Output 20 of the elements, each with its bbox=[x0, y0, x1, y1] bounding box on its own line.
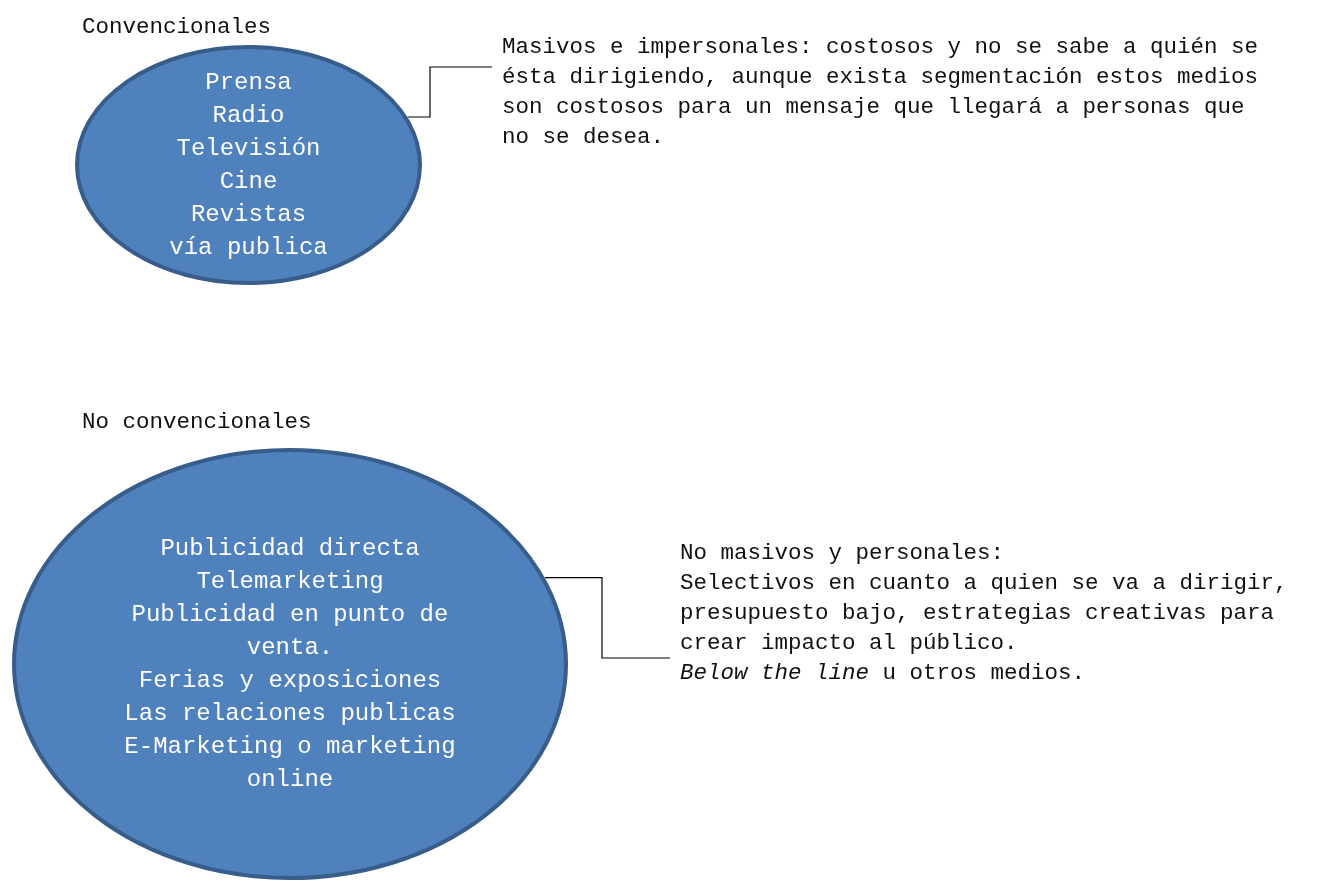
section-heading: Convencionales bbox=[82, 13, 272, 42]
media-item: Telemarketing bbox=[196, 567, 384, 597]
media-item: Radio bbox=[212, 101, 285, 131]
media-item: Ferias y exposiciones bbox=[138, 666, 442, 696]
media-item: Prensa bbox=[205, 68, 292, 98]
description-text: Masivos e impersonales: costosos y no se sabe a quién se ésta dirigiendo, aunque exista segmentación estos medios son costosos para un mensaje que llegará a personas que no se desea. bbox=[502, 33, 1260, 152]
media-item: Revistas bbox=[190, 200, 307, 230]
leader-line bbox=[544, 577, 671, 659]
media-item: vía publica bbox=[169, 233, 328, 263]
section-heading: No convencionales bbox=[82, 408, 312, 437]
description-text: Below the line u otros medios. bbox=[680, 659, 1087, 688]
description-text: Selectivos en cuanto a quien se va a dirigir, presupuesto bajo, estrategias creativas para crear impacto al público. bbox=[680, 569, 1289, 658]
leader-line bbox=[406, 66, 493, 118]
media-item: Publicidad directa bbox=[160, 534, 420, 564]
media-item: Cine bbox=[219, 167, 278, 197]
media-item: E-Marketing o marketing online bbox=[123, 732, 457, 795]
media-item: Televisión bbox=[176, 134, 321, 164]
media-item: Publicidad en punto de venta. bbox=[130, 600, 450, 663]
media-item: Las relaciones publicas bbox=[124, 699, 456, 729]
description-text: No masivos y personales: bbox=[680, 539, 1006, 568]
